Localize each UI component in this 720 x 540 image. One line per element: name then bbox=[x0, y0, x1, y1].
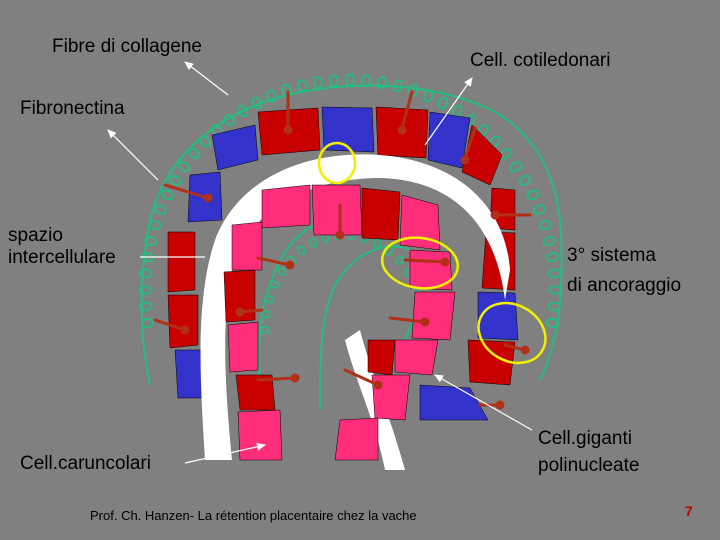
fibronectin-loop bbox=[500, 147, 512, 160]
ring-right bbox=[477, 301, 547, 365]
fibronectin-loop bbox=[199, 135, 211, 148]
fibronectin-loop bbox=[377, 76, 388, 90]
fibronectin-loop bbox=[526, 189, 539, 200]
pointer-arrows bbox=[107, 61, 533, 464]
fibronectin-loop bbox=[261, 310, 272, 319]
fibronectin-loop bbox=[547, 268, 561, 279]
label-spazio: spazio bbox=[8, 225, 63, 246]
fibronectin-loop bbox=[266, 89, 277, 103]
fibronectin-loop bbox=[542, 235, 556, 247]
cell-car-15 bbox=[237, 409, 283, 461]
cell-car-4 bbox=[399, 194, 441, 251]
fibronectin-loop bbox=[141, 252, 154, 263]
cell-car-3 bbox=[361, 187, 401, 241]
fibronectin-loop bbox=[373, 238, 382, 249]
arrow-fibre bbox=[184, 61, 229, 96]
arrow-caruncolari bbox=[184, 442, 266, 464]
cell-car-1 bbox=[261, 184, 311, 229]
fibronectin-loop bbox=[395, 256, 405, 265]
fibronectin-loop bbox=[297, 245, 306, 255]
cell-coty-13 bbox=[167, 231, 196, 293]
fibronectin-loop bbox=[533, 204, 546, 215]
label-3-sistema: 3° sistema bbox=[567, 245, 656, 266]
cell-car-7 bbox=[394, 339, 439, 376]
label-intercellulare: intercellulare bbox=[8, 247, 116, 268]
label-cell-caruncolari: Cell.caruncolari bbox=[20, 453, 151, 474]
fibronectin-loop bbox=[361, 74, 372, 88]
cell-coty-9 bbox=[467, 339, 516, 386]
fibronectin-loop bbox=[277, 267, 287, 276]
cell-car-6 bbox=[411, 291, 456, 341]
cell-coty-10 bbox=[419, 384, 489, 421]
anchor-pins bbox=[153, 90, 532, 410]
label-di-ancoraggio: di ancoraggio bbox=[567, 275, 682, 296]
fibronectin-loop bbox=[392, 79, 403, 93]
fibronectin-loop bbox=[408, 83, 419, 97]
cell-coty-14 bbox=[167, 294, 199, 349]
arrow-cotiledonari bbox=[424, 77, 473, 146]
anchoring-highlight-rings bbox=[317, 141, 547, 365]
fibronectin-loop bbox=[223, 114, 236, 127]
label-cell-giganti: Cell.giganti bbox=[538, 428, 632, 449]
fibronectin-loop bbox=[509, 161, 522, 173]
fibronectin-loop bbox=[144, 235, 158, 247]
fibronectin-loop bbox=[138, 285, 152, 295]
fibronectin-loops-outer bbox=[138, 73, 562, 328]
ring-middle bbox=[380, 236, 460, 290]
fibronectin-loop bbox=[141, 317, 154, 328]
cell-coty-8 bbox=[477, 291, 519, 341]
fibronectin-loop bbox=[237, 104, 249, 118]
fibronectin-loop bbox=[312, 76, 323, 90]
fibronectin-loop bbox=[161, 189, 174, 200]
label-fibre-di-collagene: Fibre di collagene bbox=[52, 36, 202, 57]
fibronectin-loop bbox=[139, 301, 153, 312]
cell-coty-15 bbox=[174, 349, 206, 399]
caruncular-cells bbox=[223, 184, 456, 461]
fibronectin-loop bbox=[328, 74, 339, 88]
label-fibronectina: Fibronectina bbox=[20, 98, 125, 119]
fibronectin-loop bbox=[437, 96, 449, 110]
cotyledonary-cells bbox=[167, 106, 519, 421]
cell-coty-11 bbox=[211, 124, 259, 171]
fibronectin-loop bbox=[269, 280, 280, 289]
fibronectin-loop bbox=[546, 317, 559, 328]
cell-car-2 bbox=[311, 184, 363, 236]
fibronectin-loop bbox=[518, 174, 531, 186]
fibronectin-loop bbox=[259, 326, 270, 334]
fibronectin-loop bbox=[547, 301, 561, 312]
page-number: 7 bbox=[685, 503, 693, 519]
cell-coty-2 bbox=[321, 106, 375, 153]
cell-car-13 bbox=[227, 321, 259, 373]
cell-car-8 bbox=[367, 339, 396, 376]
fibronectin-loop bbox=[148, 220, 162, 231]
fibronectin-loop bbox=[546, 252, 559, 263]
fibronectin-loop bbox=[538, 220, 552, 231]
fibronectin-loop bbox=[178, 161, 191, 173]
fibronectin-loop bbox=[139, 268, 153, 279]
fibronectin-loop bbox=[251, 96, 263, 110]
fibronectin-loop bbox=[345, 73, 355, 87]
cell-car-12 bbox=[223, 269, 256, 323]
label-cell-cotiledonari: Cell. cotiledonari bbox=[470, 50, 611, 71]
arrow-fibronectina bbox=[107, 129, 159, 181]
footer-credit: Prof. Ch. Hanzen- La rétention placentai… bbox=[90, 508, 417, 523]
fibronectin-loop bbox=[297, 79, 308, 93]
label-polinucleate: polinucleate bbox=[538, 455, 640, 476]
fibronectin-loop bbox=[188, 147, 200, 160]
arrow-giganti bbox=[434, 374, 533, 431]
fibronectin-loops-inner bbox=[259, 230, 429, 334]
fibronectin-loop bbox=[264, 295, 275, 304]
fibronectin-loop bbox=[154, 204, 167, 215]
cell-coty-5 bbox=[461, 124, 503, 186]
ring-top bbox=[317, 141, 357, 185]
fibronectin-loop bbox=[548, 285, 562, 295]
fibronectin-loop bbox=[169, 174, 182, 186]
cell-car-11 bbox=[231, 221, 263, 271]
fibronectin-loop bbox=[423, 89, 434, 103]
cell-car-10 bbox=[334, 417, 379, 461]
fibronectin-loop bbox=[309, 238, 318, 248]
